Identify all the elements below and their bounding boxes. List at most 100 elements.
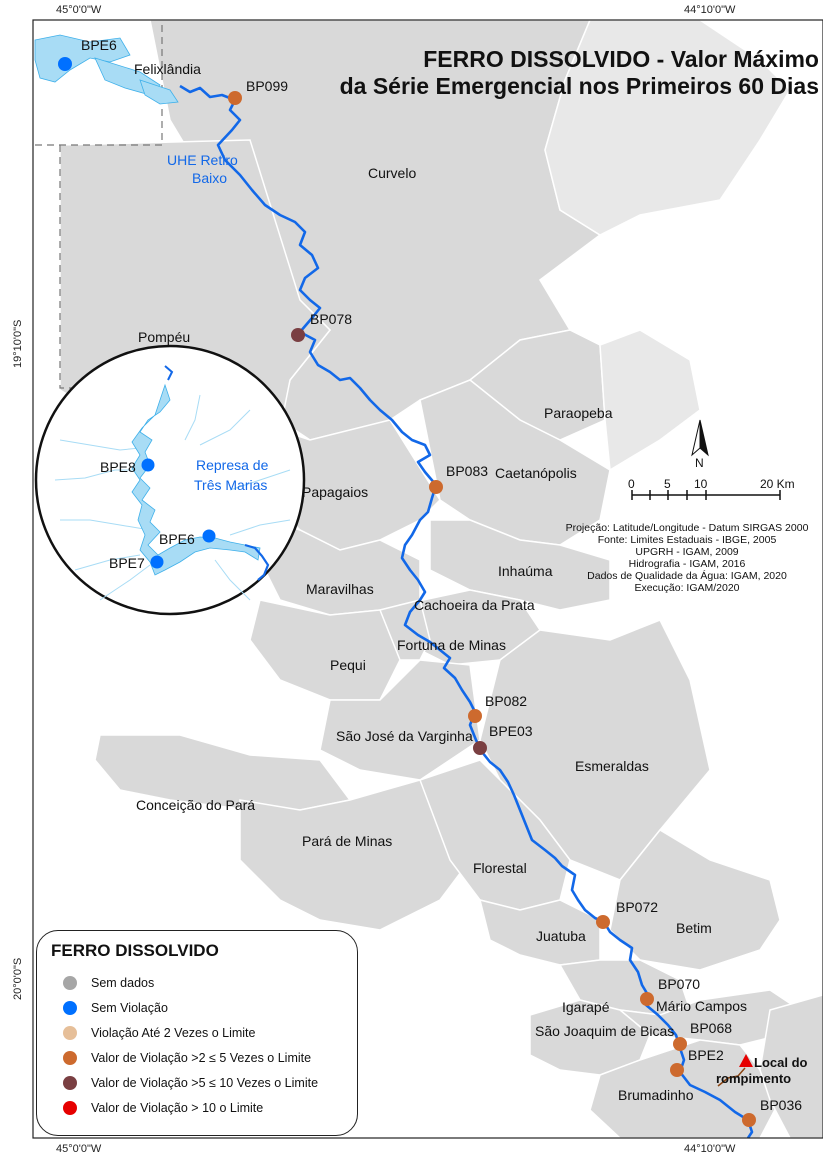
- map-border: [32, 19, 823, 1139]
- scale-tick-label: 20 Km: [760, 477, 795, 491]
- map-title-line-2: da Série Emergencial nos Primeiros 60 Di…: [339, 73, 819, 99]
- station-label: BP078: [310, 311, 352, 327]
- municipality-label: Pará de Minas: [302, 833, 392, 849]
- municipality-label: Maravilhas: [306, 581, 374, 597]
- municipality-label: Pequi: [330, 657, 366, 673]
- municipality-label: Igarapé: [562, 999, 610, 1015]
- legend-swatch-icon: [63, 1001, 77, 1015]
- station-marker-bp072: [596, 915, 610, 929]
- legend-item-label: Valor de Violação >2 ≤ 5 Vezes o Limite: [91, 1051, 312, 1065]
- water-label-represa-2: Três Marias: [194, 477, 267, 493]
- municipality-label: Pompéu: [138, 329, 190, 345]
- stations-layer: [58, 57, 756, 1127]
- grid-label-top-right: 44°10'0"W: [684, 4, 736, 16]
- credit-line: Hidrografia - IGAM, 2016: [628, 558, 746, 570]
- municipality-label: Conceição do Pará: [136, 797, 255, 813]
- map-title-line-1: FERRO DISSOLVIDO - Valor Máximo: [423, 46, 819, 72]
- station-label: BPE2: [688, 1047, 724, 1063]
- grid-label-left-upper: 19°10'0"S: [12, 319, 24, 368]
- credit-line: Projeção: Latitude/Longitude - Datum SIR…: [565, 522, 809, 534]
- rupture-label: Local do: [754, 1055, 808, 1070]
- legend-item-label: Sem dados: [91, 976, 155, 990]
- inset-map: [34, 344, 306, 616]
- inset-river-top: [164, 365, 174, 381]
- station-label: BP068: [690, 1020, 732, 1036]
- station-marker-bp068: [673, 1037, 687, 1051]
- station-label: BP070: [658, 976, 700, 992]
- legend-item-label: Valor de Violação > 10 o Limite: [91, 1101, 264, 1115]
- inset-stations-layer: [141, 458, 216, 569]
- grid-label-bottom-left: 45°0'0"W: [56, 1143, 102, 1155]
- legend-item: Valor de Violação >5 ≤ 10 Vezes o Limite: [63, 1073, 318, 1093]
- municipality-label: Caetanópolis: [495, 465, 577, 481]
- scale-tick-label: 5: [664, 477, 671, 491]
- map-title: FERRO DISSOLVIDO - Valor Máximo da Série…: [340, 46, 819, 100]
- legend-item: Valor de Violação >2 ≤ 5 Vezes o Limite: [63, 1048, 311, 1068]
- municipality-label: Brumadinho: [618, 1087, 694, 1103]
- station-marker-bpe2: [670, 1063, 684, 1077]
- legend-title: FERRO DISSOLVIDO: [51, 941, 219, 960]
- station-label: BPE03: [489, 723, 533, 739]
- rupture-label-2: rompimento: [716, 1071, 791, 1086]
- scale-tick-label: 10: [694, 477, 708, 491]
- municipality-label: São Joaquim de Bicas: [535, 1023, 674, 1039]
- station-marker-bpe03: [473, 741, 487, 755]
- legend-swatch-icon: [63, 1101, 77, 1115]
- station-marker-bp078: [291, 328, 305, 342]
- municipality-label: São José da Varginha: [336, 728, 473, 744]
- station-marker-bpe6: [58, 57, 72, 71]
- station-marker-bp083: [429, 480, 443, 494]
- north-arrow: [691, 419, 709, 457]
- station-marker-bpe6: [202, 529, 216, 543]
- inset-station-label: BPE6: [159, 531, 195, 547]
- inset-river: [244, 543, 270, 581]
- legend-item: Valor de Violação > 10 o Limite: [63, 1098, 263, 1118]
- inset-indicator: [35, 20, 163, 389]
- legend-swatch-icon: [63, 1026, 77, 1040]
- water-label-represa: Represa de: [196, 457, 269, 473]
- scale-bar: [631, 490, 781, 500]
- station-marker-bp070: [640, 992, 654, 1006]
- scale-tick-label: 0: [628, 477, 635, 491]
- municipality-label: Juatuba: [536, 928, 586, 944]
- legend-item-label: Valor de Violação >5 ≤ 10 Vezes o Limite: [91, 1076, 319, 1090]
- municipality-label: Esmeraldas: [575, 758, 649, 774]
- credit-line: Execução: IGAM/2020: [634, 582, 740, 594]
- municipality-label: Felixlândia: [134, 61, 201, 77]
- station-label: BP036: [760, 1097, 802, 1113]
- river-paraopeba: [179, 84, 754, 1139]
- legend-item-label: Sem Violação: [91, 1001, 168, 1015]
- map-legend: FERRO DISSOLVIDO Sem dados Sem Violação …: [36, 930, 358, 1136]
- legend-swatch-icon: [63, 1051, 77, 1065]
- grid-label-left-lower: 20°0'0"S: [12, 957, 24, 1000]
- grid-label-top-left: 45°0'0"W: [56, 4, 102, 16]
- legend-swatch-icon: [63, 976, 77, 990]
- station-marker-bp082: [468, 709, 482, 723]
- station-label: BPE6: [81, 37, 117, 53]
- station-marker-bp099: [228, 91, 242, 105]
- legend-item: Sem Violação: [63, 998, 168, 1018]
- station-marker-bpe7: [150, 555, 164, 569]
- rupture-marker: [739, 1054, 753, 1067]
- station-marker-bp036: [742, 1113, 756, 1127]
- inset-station-label: BPE8: [100, 459, 136, 475]
- legend-item: Sem dados: [63, 973, 154, 993]
- municipality-label: Curvelo: [368, 165, 416, 181]
- legend-item-label: Violação Até 2 Vezes o Limite: [91, 1026, 256, 1040]
- station-label: BP072: [616, 899, 658, 915]
- map-credits: Projeção: Latitude/Longitude - Datum SIR…: [556, 522, 818, 594]
- credit-line: UPGRH - IGAM, 2009: [635, 546, 739, 558]
- station-marker-bpe8: [141, 458, 155, 472]
- station-label: BP099: [246, 78, 288, 94]
- municipality-label: Papagaios: [302, 484, 368, 500]
- municipality-label: Inhaúma: [498, 563, 553, 579]
- station-label: BP083: [446, 463, 488, 479]
- municipality-label: Betim: [676, 920, 712, 936]
- credit-line: Dados de Qualidade da Água: IGAM, 2020: [587, 570, 787, 582]
- station-label: BP082: [485, 693, 527, 709]
- grid-label-bottom-right: 44°10'0"W: [684, 1143, 736, 1155]
- rupture-tributary: [717, 1067, 746, 1087]
- legend-item: Violação Até 2 Vezes o Limite: [63, 1023, 255, 1043]
- reservoir-retiro-baixo: [34, 34, 179, 105]
